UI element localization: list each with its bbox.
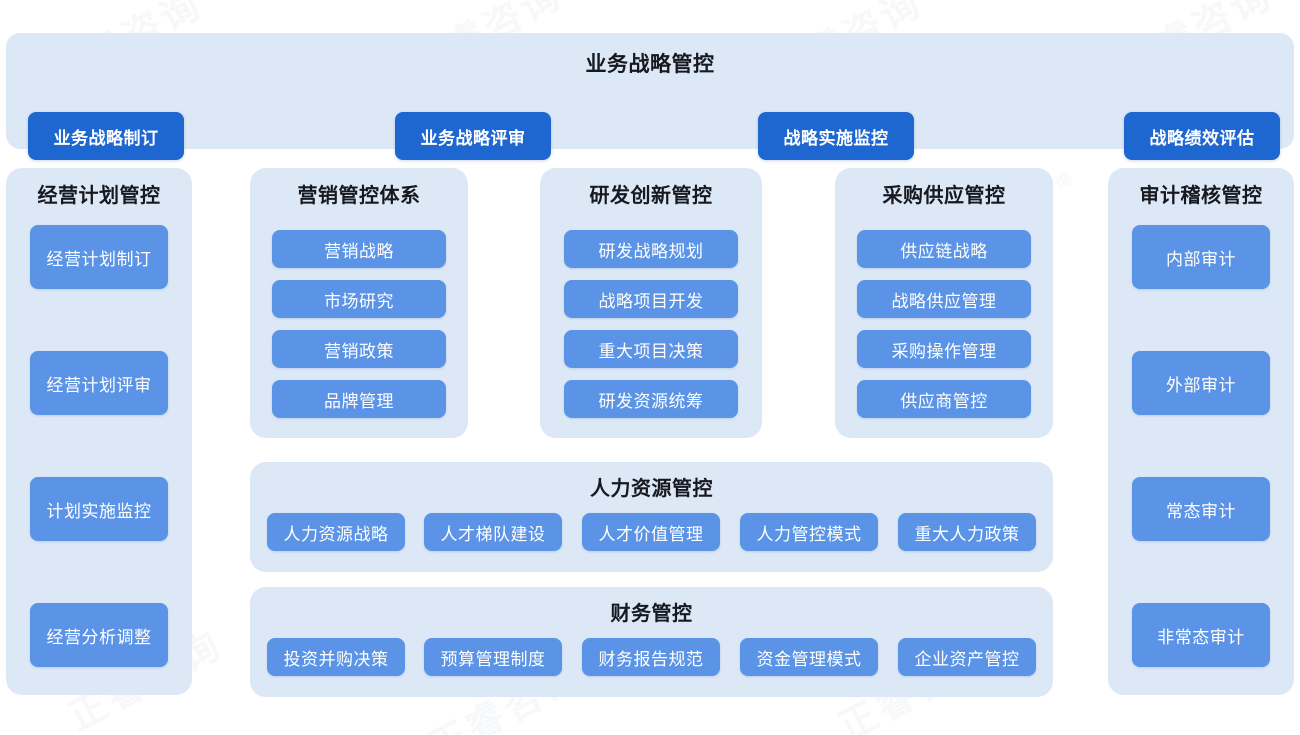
audit-item-0[interactable]: 内部审计	[1132, 225, 1270, 289]
marketing-item-0[interactable]: 营销战略	[272, 230, 446, 268]
business-strategy-banner: 业务战略管控 业务战略制订 业务战略评审 战略实施监控 战略绩效评估	[6, 33, 1294, 160]
purchase-item-3[interactable]: 供应商管控	[857, 380, 1031, 418]
banner-button-strategy-performance[interactable]: 战略绩效评估	[1124, 112, 1280, 160]
row-human-resources: 人力资源管控 人力资源战略 人才梯队建设 人才价值管理 人力管控模式 重大人力政…	[250, 462, 1053, 572]
finance-item-0[interactable]: 投资并购决策	[267, 638, 405, 676]
row-title-finance: 财务管控	[610, 603, 693, 625]
row-title-hr: 人力资源管控	[590, 478, 713, 500]
finance-item-3[interactable]: 资金管理模式	[740, 638, 878, 676]
finance-item-4[interactable]: 企业资产管控	[898, 638, 1036, 676]
marketing-item-2[interactable]: 营销政策	[272, 330, 446, 368]
column-marketing-control: 营销管控体系 营销战略 市场研究 营销政策 品牌管理	[250, 168, 468, 438]
row-finance-control: 财务管控 投资并购决策 预算管理制度 财务报告规范 资金管理模式 企业资产管控	[250, 587, 1053, 697]
plan-item-0[interactable]: 经营计划制订	[30, 225, 168, 289]
rd-item-3[interactable]: 研发资源统筹	[564, 380, 738, 418]
column-title-audit: 审计稽核管控	[1139, 185, 1263, 207]
finance-item-1[interactable]: 预算管理制度	[424, 638, 562, 676]
purchase-item-2[interactable]: 采购操作管理	[857, 330, 1031, 368]
hr-item-1[interactable]: 人才梯队建设	[424, 513, 562, 551]
purchase-item-0[interactable]: 供应链战略	[857, 230, 1031, 268]
banner-button-strategy-formulation[interactable]: 业务战略制订	[28, 112, 184, 160]
rd-item-0[interactable]: 研发战略规划	[564, 230, 738, 268]
rd-item-2[interactable]: 重大项目决策	[564, 330, 738, 368]
column-rd-innovation: 研发创新管控 研发战略规划 战略项目开发 重大项目决策 研发资源统筹	[540, 168, 762, 438]
hr-item-4[interactable]: 重大人力政策	[898, 513, 1036, 551]
plan-item-3[interactable]: 经营分析调整	[30, 603, 168, 667]
audit-item-2[interactable]: 常态审计	[1132, 477, 1270, 541]
audit-item-3[interactable]: 非常态审计	[1132, 603, 1270, 667]
finance-item-2[interactable]: 财务报告规范	[582, 638, 720, 676]
hr-item-0[interactable]: 人力资源战略	[267, 513, 405, 551]
column-title-operating-plan: 经营计划管控	[37, 185, 161, 207]
column-title-marketing: 营销管控体系	[297, 185, 421, 207]
banner-title: 业务战略管控	[585, 53, 715, 76]
column-procurement-supply: 采购供应管控 供应链战略 战略供应管理 采购操作管理 供应商管控	[835, 168, 1053, 438]
hr-item-2[interactable]: 人才价值管理	[582, 513, 720, 551]
column-title-procurement: 采购供应管控	[882, 185, 1006, 207]
column-operating-plan: 经营计划管控 经营计划制订 经营计划评审 计划实施监控 经营分析调整	[6, 168, 192, 695]
marketing-item-1[interactable]: 市场研究	[272, 280, 446, 318]
audit-item-1[interactable]: 外部审计	[1132, 351, 1270, 415]
plan-item-2[interactable]: 计划实施监控	[30, 477, 168, 541]
rd-item-1[interactable]: 战略项目开发	[564, 280, 738, 318]
banner-button-strategy-monitoring[interactable]: 战略实施监控	[758, 112, 914, 160]
purchase-item-1[interactable]: 战略供应管理	[857, 280, 1031, 318]
hr-item-3[interactable]: 人力管控模式	[740, 513, 878, 551]
plan-item-1[interactable]: 经营计划评审	[30, 351, 168, 415]
column-audit-inspection: 审计稽核管控 内部审计 外部审计 常态审计 非常态审计	[1108, 168, 1294, 695]
marketing-item-3[interactable]: 品牌管理	[272, 380, 446, 418]
column-title-rd: 研发创新管控	[589, 185, 713, 207]
banner-button-strategy-review[interactable]: 业务战略评审	[395, 112, 551, 160]
